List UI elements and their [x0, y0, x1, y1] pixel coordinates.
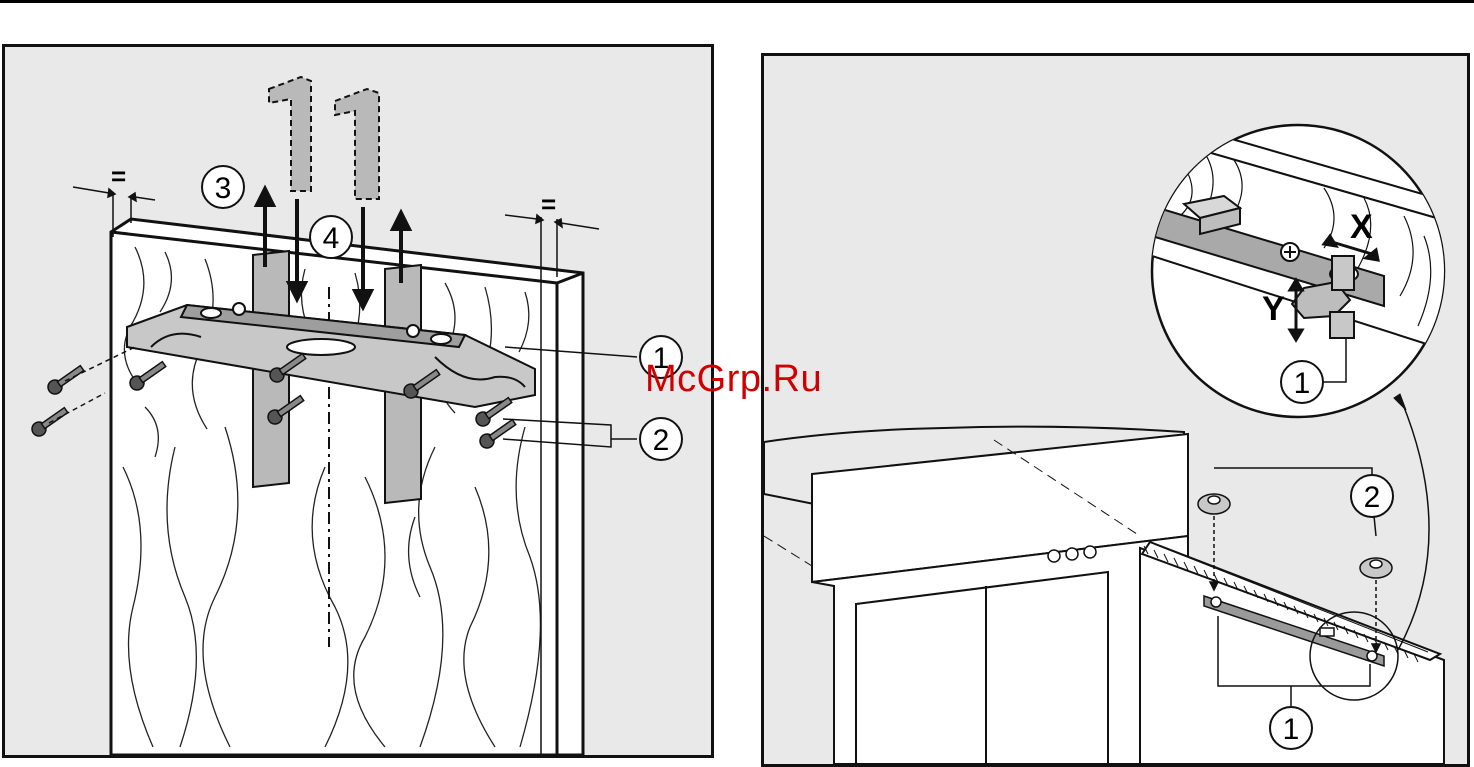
callout-2-right: 2	[1351, 475, 1393, 517]
axis-label-x: X	[1350, 208, 1373, 246]
callout-1-bottom-label: 1	[1283, 713, 1300, 746]
equal-mark-right: =	[541, 189, 556, 219]
magnified-detail: X Y 1	[1152, 116, 1464, 417]
callout-4-label: 4	[323, 222, 340, 255]
right-illustration-panel: X Y 1 2 1	[761, 53, 1470, 767]
door-panel-bracket-illustration: = = 3 4 1 2	[5, 47, 711, 755]
appliance-door-adjustment-illustration: X Y 1 2 1	[764, 56, 1467, 764]
callout-1-zoom-label: 1	[1294, 367, 1311, 400]
callout-2-leader	[1214, 468, 1372, 496]
left-illustration-panel: = = 3 4 1 2	[2, 44, 714, 758]
callout-2-label: 2	[653, 424, 670, 457]
callout-3: 3	[202, 166, 244, 208]
callout-1-bottom: 1	[1270, 707, 1312, 749]
wooden-door-panel	[111, 219, 583, 755]
callout-2-right-label: 2	[1364, 481, 1381, 514]
equal-mark-left: =	[111, 161, 126, 191]
watermark: McGrp.Ru	[645, 358, 822, 401]
top-rule	[0, 0, 1474, 3]
callout-4: 4	[310, 216, 352, 258]
callout-3-label: 3	[215, 172, 232, 205]
axis-label-y: Y	[1262, 290, 1285, 328]
appliance-cabinet	[764, 427, 1444, 764]
spacer-blocks	[269, 77, 379, 199]
